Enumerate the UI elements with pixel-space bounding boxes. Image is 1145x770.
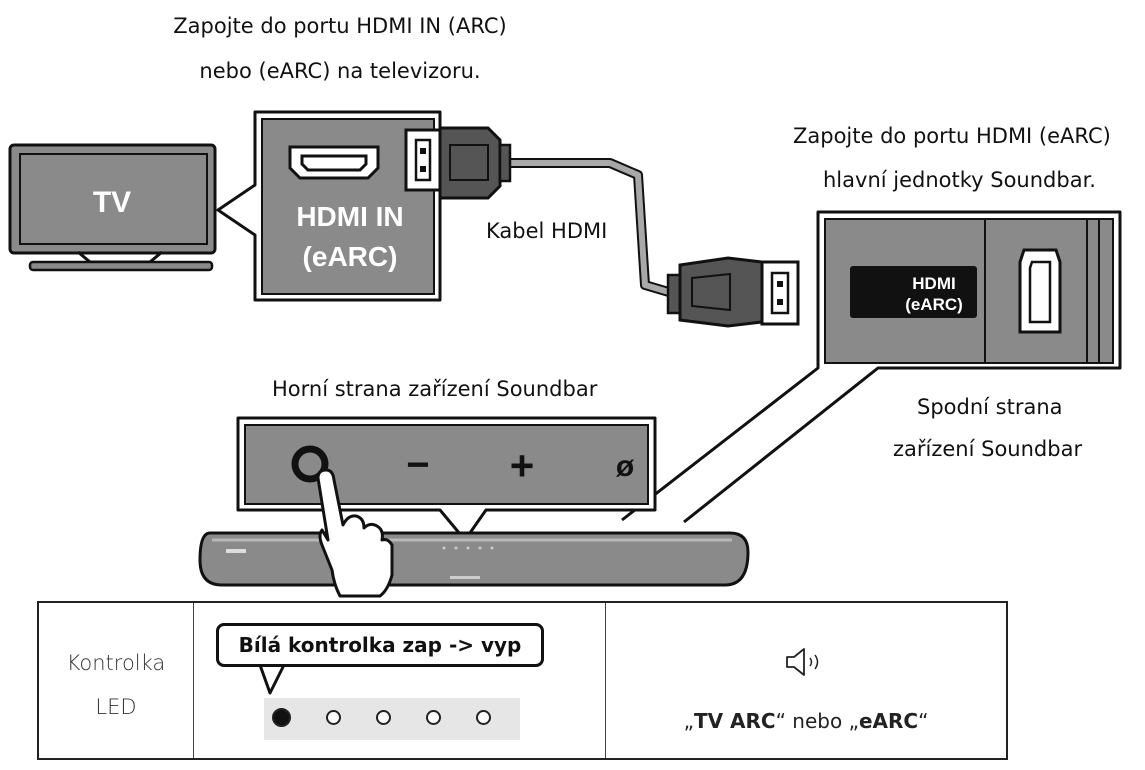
soundbar-port-caption-line1: Zapojte do portu HDMI (eARC)	[793, 124, 1111, 148]
led-indicator-cell: Bílá kontrolka zap -> vyp	[194, 603, 606, 758]
led-indicator-4	[426, 710, 441, 725]
power-button-icon	[291, 445, 329, 483]
soundbar-port-caption-line2: hlavní jednotky Soundbar.	[823, 168, 1096, 192]
tv-port-caption-line2: nebo (eARC) na televizoru.	[199, 59, 481, 83]
tv-icon: TV	[8, 143, 217, 272]
soundbar-port-callout: HDMI (eARC)	[621, 210, 1122, 524]
tv-arc-term: TV ARC	[693, 709, 776, 733]
soundbar-icon	[198, 531, 750, 587]
hand-pointer-icon	[316, 468, 394, 598]
soundbar-port-label-line2: (eARC)	[905, 295, 963, 314]
led-status-table: Kontrolka LED Bílá kontrolka zap -> vyp …	[37, 601, 1008, 760]
led-label-cell: Kontrolka LED	[39, 603, 194, 758]
hdmi-plug-tv-icon	[404, 126, 512, 200]
bottom-side-label-line2: zařízení Soundbar	[893, 437, 1083, 461]
tv-port-label-line1: HDMI IN	[296, 201, 403, 232]
led-strip	[264, 698, 520, 740]
volume-up-button: +	[510, 442, 535, 489]
top-panel-callout: − + ø	[236, 416, 657, 542]
voice-announcement: „TV ARC“ nebo „eARC“	[683, 709, 929, 733]
soundbar-port-label-line1: HDMI	[912, 274, 955, 293]
hdmi-port-icon	[288, 145, 380, 180]
tv-label: TV	[93, 186, 131, 219]
tv-port-label-line2: (eARC)	[303, 241, 398, 272]
led-callout: Bílá kontrolka zap -> vyp	[216, 623, 544, 667]
led-indicator-5	[476, 710, 491, 725]
tv-port-caption-line1: Zapojte do portu HDMI IN (ARC)	[173, 14, 507, 38]
hdmi-cable	[404, 126, 800, 328]
bottom-side-label-line1: Spodní strana	[917, 395, 1063, 419]
mic-button: ø	[616, 450, 635, 483]
led-indicator-1	[272, 708, 291, 727]
top-side-label: Horní strana zařízení Soundbar	[272, 377, 598, 401]
earc-term: eARC	[858, 709, 919, 733]
led-label-line2: LED	[95, 695, 137, 719]
cable-label: Kabel HDMI	[486, 219, 608, 243]
led-indicator-3	[376, 710, 391, 725]
callout-pointer	[258, 664, 286, 695]
volume-down-button: −	[406, 443, 429, 487]
voice-message-cell: „TV ARC“ nebo „eARC“	[606, 603, 1006, 758]
speaker-sound-icon	[786, 648, 819, 676]
tv-port-callout: HDMI IN (eARC)	[216, 110, 442, 302]
soundbar-hdmi-port-icon	[1018, 248, 1062, 334]
led-label-line1: Kontrolka	[66, 651, 166, 675]
hdmi-plug-soundbar-icon	[666, 256, 800, 328]
led-indicator-2	[326, 710, 341, 725]
connection-diagram: TV HDMI IN (eARC)	[8, 110, 1122, 598]
